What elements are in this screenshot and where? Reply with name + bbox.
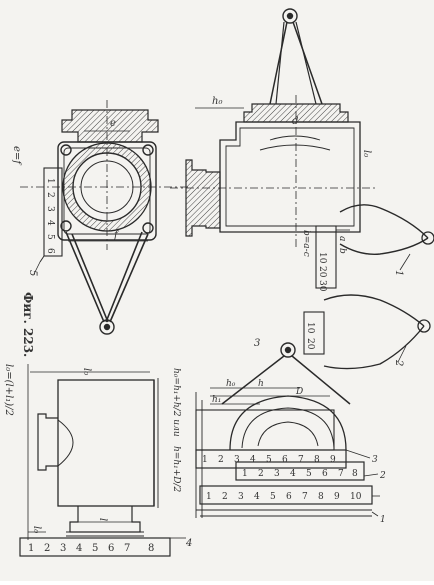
ruler-digit: 5 <box>270 492 276 502</box>
ruler-digit: 6 <box>45 248 55 254</box>
ruler-digit: 3 <box>274 469 280 479</box>
ruler-digit: 4 <box>76 543 82 554</box>
dim-label-h: h <box>258 379 264 389</box>
ruler-digit: 2 <box>218 455 224 465</box>
ruler-digit: 1 <box>28 543 34 554</box>
ruler-digit: 8 <box>352 469 358 479</box>
top-left-ruler-digits: 1 2 3 4 5 6 <box>45 178 55 254</box>
bottom-left-front-view <box>19 364 186 557</box>
ruler-digit: 8 <box>314 455 320 465</box>
ruler-digit: 7 <box>338 469 344 479</box>
ruler-digit: 6 <box>322 469 328 479</box>
bottom-left-ruler-digits: 1 2 3 4 5 6 7 8 <box>28 543 154 554</box>
dim-label-h0: h₀ <box>212 96 222 107</box>
side-formula: l₀=(l+l₁)/2 <box>3 364 14 416</box>
top-right-ruler-digits: 10 20 30 <box>317 252 327 292</box>
dim-label-e-equals-f: e=f <box>11 146 22 166</box>
callout-5: 5 <box>27 270 38 276</box>
ruler-digit: 10 <box>305 322 315 334</box>
ruler-digit: 4 <box>45 220 55 226</box>
ruler-digit: 1 <box>206 492 212 502</box>
formula-h0: h₀=h₁+h/2 или <box>171 368 181 437</box>
callout-1: 1 <box>393 270 404 276</box>
formula-h: h=h₁+D/2 <box>171 446 181 493</box>
ruler-digit: 4 <box>254 492 260 502</box>
dim-label-l0-top: l₀ <box>81 368 92 375</box>
figure-caption: Фиг. 223. <box>21 292 35 357</box>
ruler-digit: 4 <box>250 455 256 465</box>
ruler-digit: 30 <box>317 280 327 292</box>
ruler-digit: 20 <box>305 338 315 350</box>
ruler-digit: 9 <box>334 492 340 502</box>
caliper-view <box>303 294 431 370</box>
dim-label-f: f <box>113 230 120 241</box>
ruler-digit: 3 <box>60 543 66 554</box>
ruler-digit: 7 <box>302 492 308 502</box>
dim-label-a: a <box>337 236 347 241</box>
dim-label-d: d <box>292 116 298 127</box>
ruler-lower-digits: 1 2 3 4 5 6 7 8 9 10 <box>206 492 362 502</box>
ruler-digit: 10 <box>350 492 362 502</box>
ruler-digit: 6 <box>286 492 292 502</box>
ruler-formula: b=a-c <box>301 230 311 257</box>
ruler-digit: 2 <box>222 492 228 502</box>
dim-label-l0-bottom: l₀ <box>31 526 42 533</box>
dim-label-l: l <box>97 518 108 521</box>
callout-3-side: 3 <box>372 455 378 465</box>
ruler-digit: 2 <box>45 192 55 198</box>
ruler-digit: 2 <box>44 543 50 554</box>
ruler-digit: 6 <box>282 455 288 465</box>
ruler-digit: 4 <box>290 469 296 479</box>
callout-2-side: 2 <box>379 471 386 481</box>
ruler-digit: 7 <box>124 543 130 554</box>
ruler-digit: 1 <box>242 469 248 479</box>
ruler-digit: 1 <box>202 455 208 465</box>
callout-2: 2 <box>393 359 404 366</box>
ruler-digit: 5 <box>45 234 55 240</box>
ruler-digit: 8 <box>148 543 154 554</box>
ruler-digit: 5 <box>92 543 98 554</box>
dim-label-h1: h₁ <box>212 395 221 405</box>
ruler-digit: 3 <box>238 492 244 502</box>
dim-label-h0: h₀ <box>226 379 236 389</box>
top-right-side-view <box>170 8 434 289</box>
ruler-middle-digits: 1 2 3 4 5 6 7 8 <box>242 469 358 479</box>
dim-label-D: D <box>295 387 303 397</box>
ruler-digit: 1 <box>45 178 55 184</box>
ruler-digit: 10 <box>317 252 327 264</box>
ruler-upper-digits: 1 2 3 4 5 6 7 8 9 <box>202 455 336 465</box>
bottom-right-section-view <box>195 342 380 518</box>
ruler-digit: 6 <box>108 543 114 554</box>
dim-label-b: b <box>337 248 347 254</box>
ruler-digit: 2 <box>258 469 264 479</box>
ruler-digit: 9 <box>330 455 336 465</box>
ruler-digit: 3 <box>234 455 240 465</box>
dim-label-e: e <box>110 118 116 129</box>
ruler-digit: 7 <box>298 455 304 465</box>
ruler-digit: 8 <box>318 492 324 502</box>
top-left-end-view <box>20 100 190 335</box>
callout-4: 4 <box>185 538 192 549</box>
caliper-ruler-digits: 10 20 <box>305 322 315 350</box>
ruler-digit: 5 <box>306 469 312 479</box>
ruler-digit: 3 <box>45 206 55 212</box>
dim-label-l0: l₀ <box>361 150 372 157</box>
callout-1-side: 1 <box>380 515 386 525</box>
callout-3-top: 3 <box>254 338 260 349</box>
ruler-digit: 20 <box>317 266 327 278</box>
ruler-digit: 5 <box>266 455 272 465</box>
